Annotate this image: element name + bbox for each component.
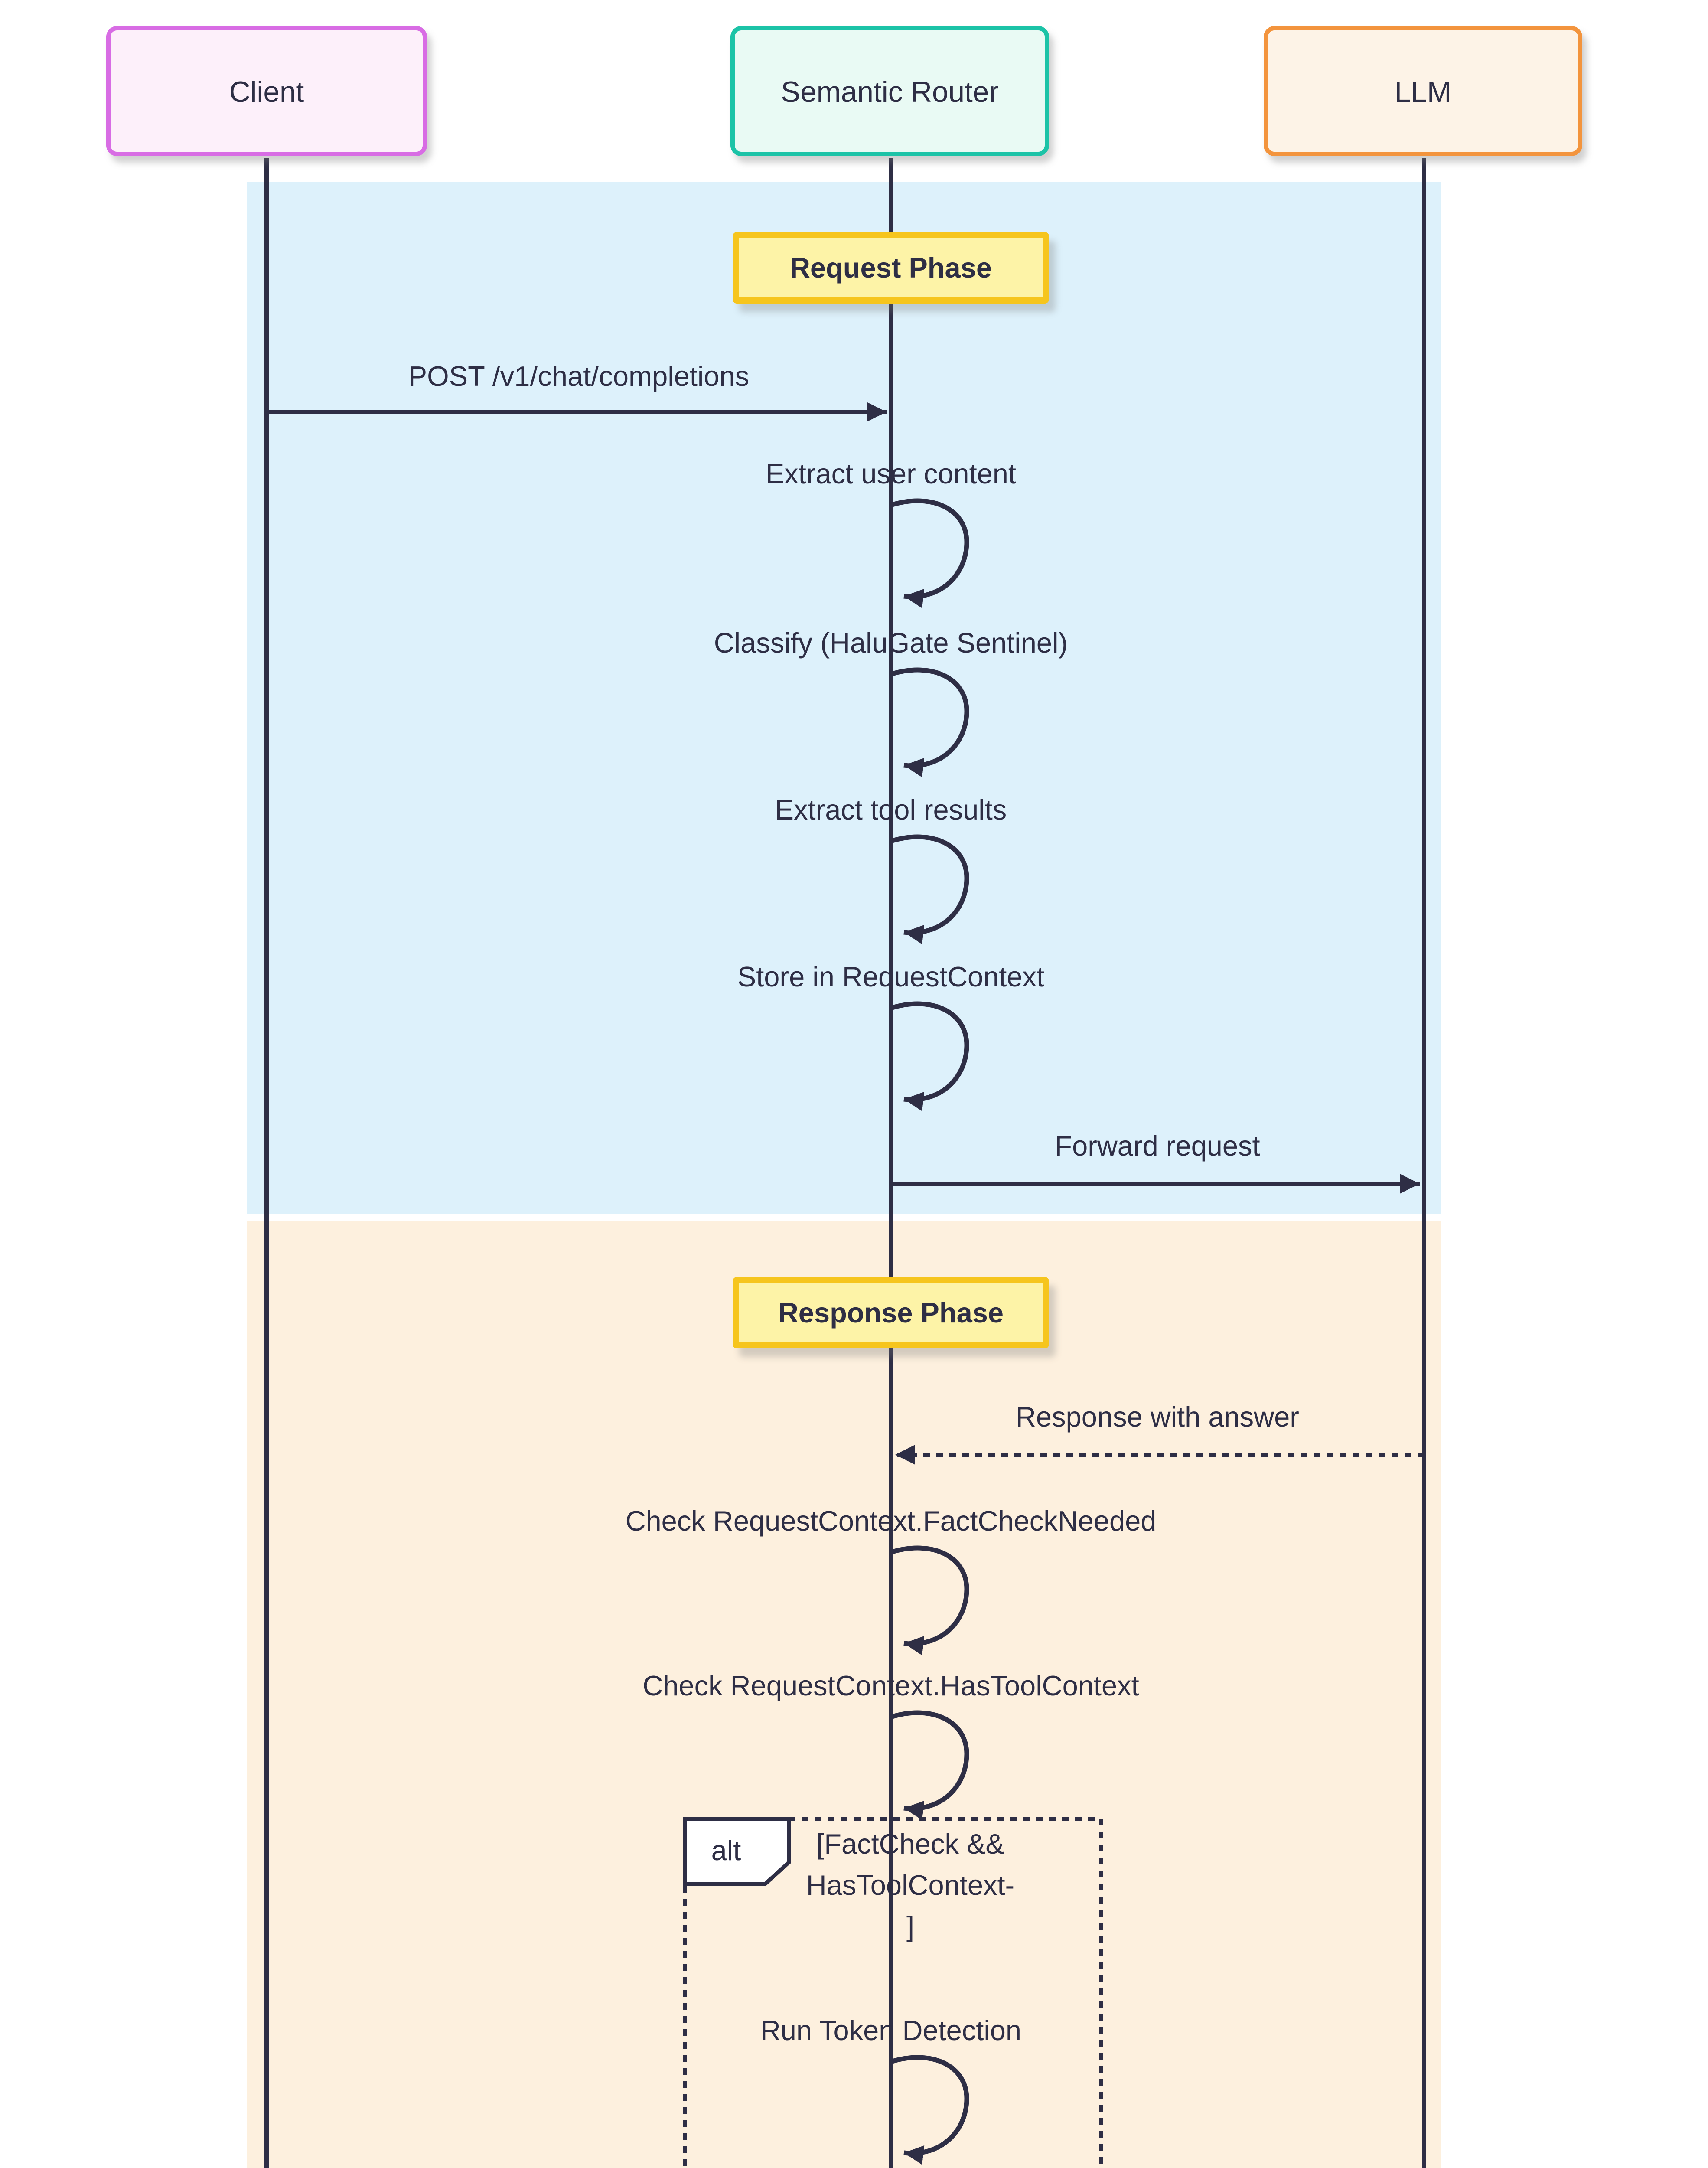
self-loop-extract-user bbox=[890, 498, 969, 608]
message-check-toolctx: Check RequestContext.HasToolContext bbox=[642, 1669, 1139, 1702]
message-extract-user: Extract user content bbox=[765, 457, 1017, 490]
message-classify: Classify (HaluGate Sentinel) bbox=[714, 627, 1068, 659]
alt-operator-label: alt bbox=[711, 1834, 741, 1867]
message-check-factcheck: Check RequestContext.FactCheckNeeded bbox=[625, 1505, 1157, 1537]
self-loop-store-ctx bbox=[890, 1001, 969, 1111]
guard-line: HasToolContext- bbox=[806, 1869, 1015, 1901]
alt-frame bbox=[683, 1817, 1103, 2168]
note-label: Response Phase bbox=[778, 1296, 1004, 1329]
request-phase-note: Request Phase bbox=[733, 232, 1049, 304]
self-loop-check-factcheck bbox=[890, 1545, 969, 1655]
actor-top-llm: LLM bbox=[1264, 26, 1582, 156]
guard-line: [FactCheck && bbox=[816, 1828, 1004, 1860]
message-run-token: Run Token Detection bbox=[760, 2014, 1022, 2047]
request-phase-background bbox=[247, 182, 1441, 1214]
response-phase-background bbox=[247, 1221, 1441, 2168]
alt-guard-if: [FactCheck && HasToolContext- ] bbox=[702, 1823, 1118, 1947]
actor-top-client: Client bbox=[106, 26, 427, 156]
response-phase-note: Response Phase bbox=[733, 1277, 1049, 1348]
actor-top-semantic-router: Semantic Router bbox=[730, 26, 1049, 156]
actor-label: LLM bbox=[1394, 75, 1452, 108]
message-extract-tool: Extract tool results bbox=[775, 793, 1007, 826]
note-label: Request Phase bbox=[789, 251, 992, 284]
self-loop-run-token bbox=[890, 2055, 969, 2165]
message-response-answer: Response with answer bbox=[1015, 1401, 1299, 1433]
self-loop-check-toolctx bbox=[890, 1710, 969, 1820]
self-loop-extract-tool bbox=[890, 834, 969, 944]
self-loop-classify bbox=[890, 667, 969, 777]
actor-label: Semantic Router bbox=[781, 75, 999, 108]
actor-label: Client bbox=[229, 75, 304, 108]
message-post: POST /v1/chat/completions bbox=[408, 360, 750, 392]
message-forward: Forward request bbox=[1055, 1130, 1260, 1162]
message-store-ctx: Store in RequestContext bbox=[737, 960, 1045, 993]
alt-label-pentagon bbox=[683, 1817, 791, 1886]
guard-line: ] bbox=[906, 1910, 915, 1943]
